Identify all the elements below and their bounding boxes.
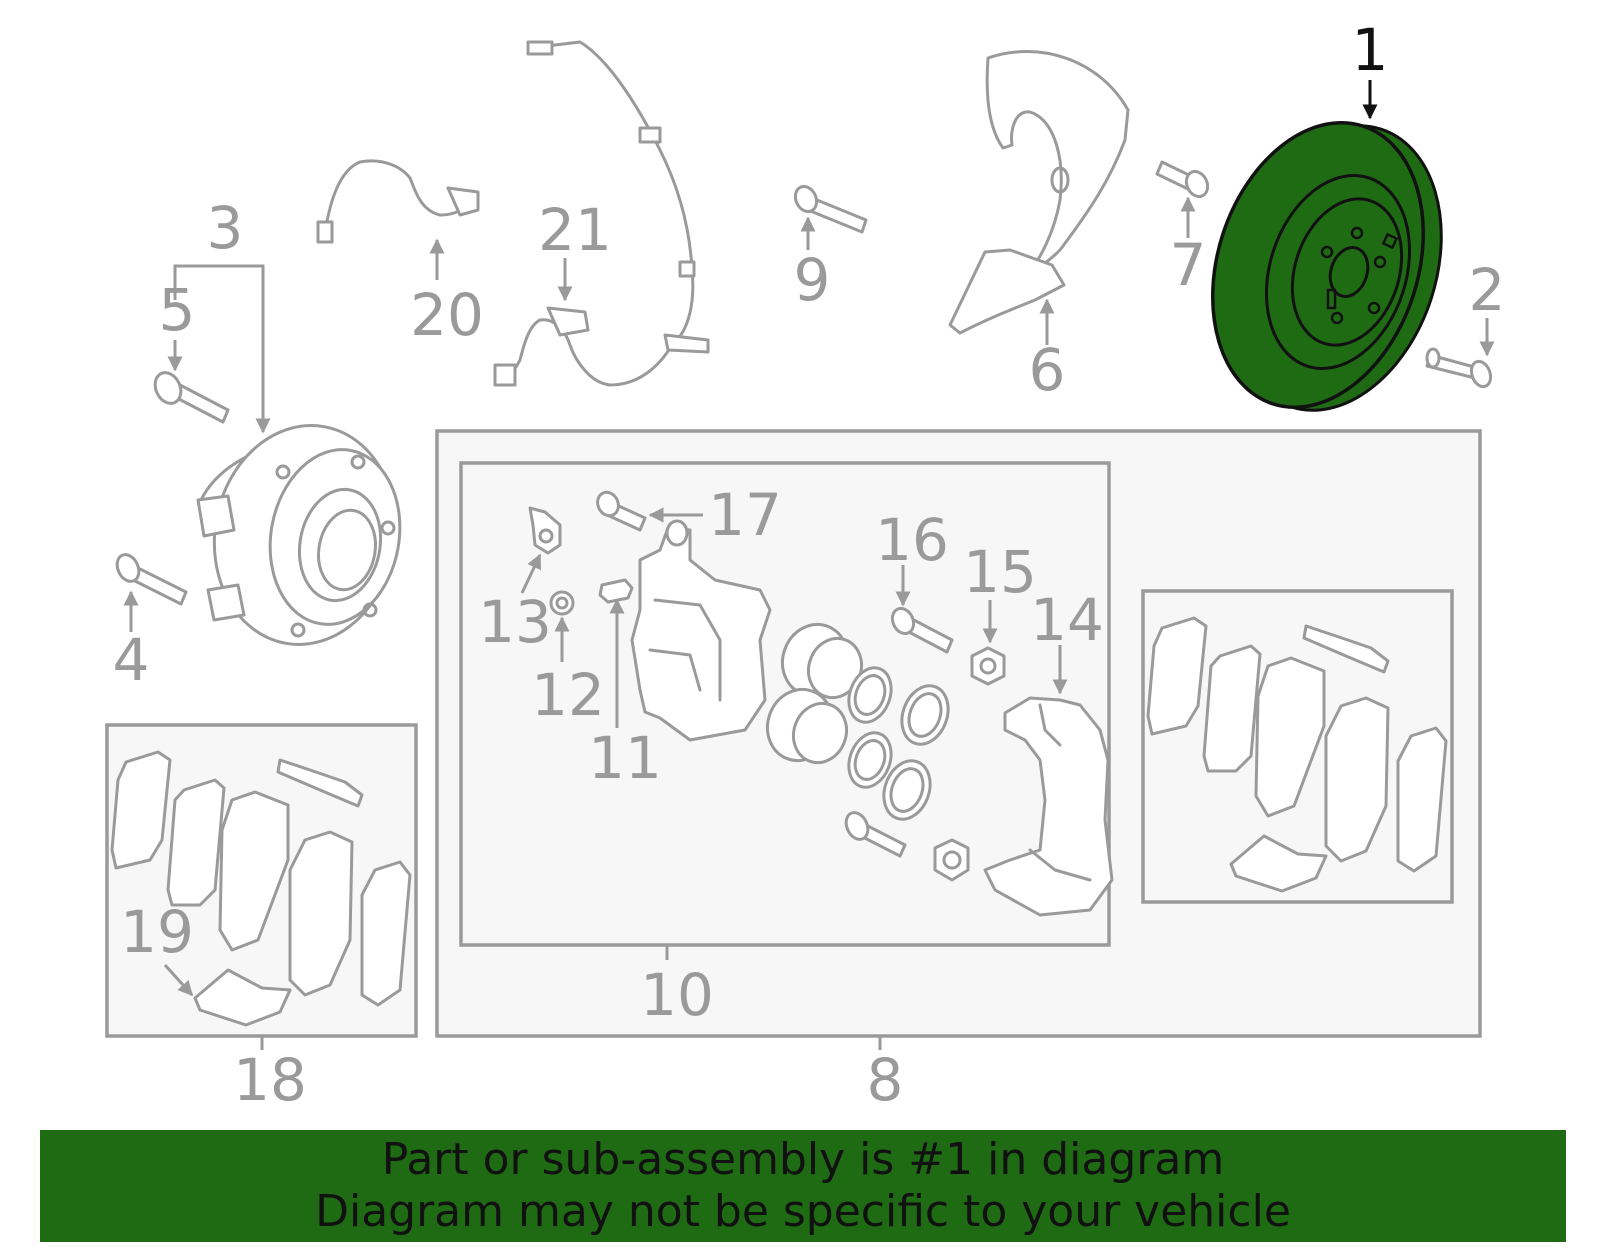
banner-line-1: Part or sub-assembly is #1 in diagram — [381, 1134, 1225, 1185]
brake-pad-set-left[interactable] — [110, 750, 412, 1027]
info-banner-bg — [40, 1130, 1566, 1242]
guide-pin-cap[interactable] — [549, 590, 575, 616]
callout-10: 10 — [640, 961, 714, 1029]
banner-line-2: Diagram may not be specific to your vehi… — [315, 1186, 1291, 1237]
abs-wheel-speed-sensor[interactable] — [493, 40, 710, 387]
callout-8: 8 — [867, 1046, 904, 1114]
callout-6: 6 — [1029, 336, 1066, 404]
callout-2: 2 — [1469, 256, 1506, 324]
guide-pin-bolt[interactable] — [888, 605, 954, 654]
caliper-body[interactable] — [630, 519, 772, 742]
brake-rotor[interactable] — [1178, 95, 1476, 438]
callout-1: 1 — [1352, 16, 1389, 84]
callout-13: 13 — [478, 588, 552, 656]
bleeder-screw[interactable] — [594, 489, 647, 532]
brake-pad-set-right[interactable] — [1146, 616, 1448, 893]
splash-shield[interactable] — [948, 50, 1130, 335]
hub-bolt[interactable] — [150, 368, 230, 424]
guide-pin-bolt-lower[interactable] — [842, 809, 907, 858]
callout-11: 11 — [588, 724, 662, 792]
bracket-bolt[interactable] — [791, 183, 868, 234]
pad-wear-sensor[interactable] — [316, 159, 480, 244]
callout-5: 5 — [159, 276, 196, 344]
callout-12: 12 — [531, 661, 605, 729]
callout-18: 18 — [233, 1046, 307, 1114]
callout-14: 14 — [1030, 586, 1104, 654]
callout-17: 17 — [708, 481, 782, 549]
piston-seals[interactable] — [842, 662, 956, 826]
callout-4: 4 — [113, 626, 150, 694]
caliper-piston-lower[interactable] — [758, 680, 855, 770]
callout-20: 20 — [410, 281, 484, 349]
callout-15: 15 — [963, 538, 1037, 606]
info-banner: Part or sub-assembly is #1 in diagram Di… — [40, 1130, 1566, 1242]
shield-bolt[interactable] — [1155, 160, 1212, 200]
callout-3: 3 — [207, 194, 244, 262]
bleeder-cap[interactable] — [528, 506, 562, 555]
callout-19: 19 — [120, 898, 194, 966]
guide-pin-boot[interactable] — [598, 578, 634, 604]
caliper-nut[interactable] — [970, 646, 1006, 686]
caliper-nut-lower[interactable] — [933, 838, 970, 882]
rotor-screw[interactable] — [1425, 347, 1494, 389]
wheel-hub-bearing[interactable] — [196, 411, 413, 659]
callout-21: 21 — [538, 196, 612, 264]
callout-16: 16 — [875, 506, 949, 574]
caliper-piston-upper[interactable] — [773, 615, 870, 705]
knuckle-bolt[interactable] — [113, 551, 188, 606]
callout-7: 7 — [1170, 231, 1207, 299]
callout-9: 9 — [794, 246, 831, 314]
caliper-bracket[interactable] — [983, 696, 1114, 917]
